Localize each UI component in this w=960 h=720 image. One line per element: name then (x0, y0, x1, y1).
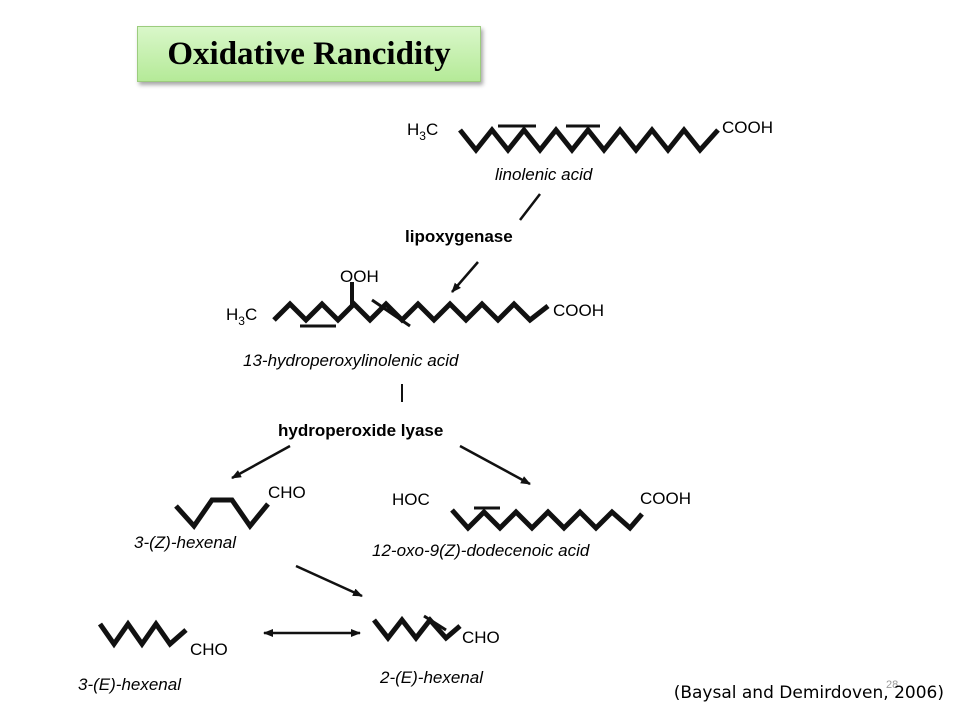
z-hexenal-chain (174, 497, 270, 531)
linolenic-name: linolenic acid (495, 165, 593, 184)
hydroperoxy-top-group: OOH (340, 267, 379, 286)
e3-hexenal-name: 3-(E)-hexenal (78, 675, 182, 694)
hydroperoxy-name: 13-hydroperoxylinolenic acid (243, 351, 459, 370)
e2-hexenal-name: 2-(E)-hexenal (379, 668, 484, 687)
z-hexenal-name: 3-(Z)-hexenal (134, 533, 237, 552)
oxo-acid-chain (450, 508, 644, 532)
lipoxygenase-label: lipoxygenase (405, 227, 513, 246)
arrow-to-oxo-acid (459, 444, 531, 486)
hydroperoxy-right-group: COOH (553, 301, 604, 320)
hydroperoxy-double-bond-2 (371, 298, 411, 328)
oxo-acid-left-group: HOC (392, 490, 430, 509)
hydroperoxy-left-group: H3C (226, 305, 257, 328)
hydroperoxide-lyase-label: hydroperoxide lyase (278, 421, 443, 440)
e2-hexenal-double-bond (423, 614, 447, 632)
oxo-acid-name: 12-oxo-9(Z)-dodecenoic acid (372, 541, 590, 560)
e2-hexenal-right-group: CHO (462, 628, 500, 647)
e3-hexenal-chain (97, 619, 188, 649)
oxo-acid-right-group: COOH (640, 489, 691, 508)
linolenic-chain (458, 125, 720, 155)
linolenic-to-enzyme-line (519, 193, 541, 221)
hydroperoxy-chain (272, 300, 550, 324)
citation: (Baysal and Demirdoven, 2006) (673, 683, 944, 703)
linolenic-right-group: COOH (722, 118, 773, 137)
slide-number: 28 (886, 679, 899, 691)
e3-hexenal-right-group: CHO (190, 640, 228, 659)
linolenic-left-group: H3C (407, 120, 438, 143)
e2-hexenal-chain (372, 615, 462, 643)
isomerization-arrow (295, 564, 363, 598)
title-banner: Oxidative Rancidity (137, 26, 481, 82)
lipoxygenase-arrow (451, 261, 479, 293)
slide-title: Oxidative Rancidity (167, 35, 451, 72)
arrow-to-z-hexenal (231, 444, 291, 480)
z-hexenal-right-group: CHO (268, 483, 306, 502)
